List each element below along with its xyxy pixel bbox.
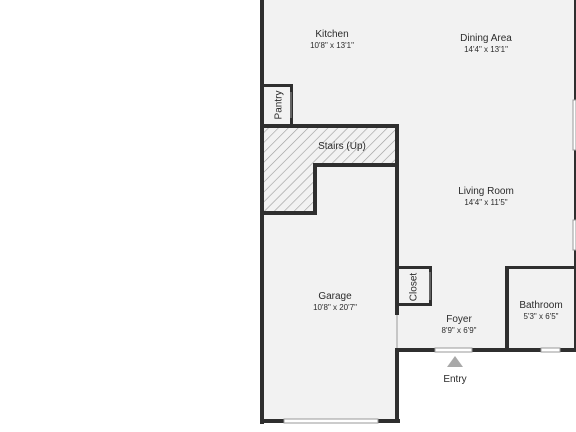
- floor-bathroom: [508, 268, 576, 350]
- wall-garage-right-lower: [395, 348, 399, 423]
- room-labels: Kitchen 10'8" x 13'1" Dining Area 14'4" …: [274, 29, 563, 385]
- openings: [283, 92, 576, 424]
- wall-bathroom-bottom-left: [505, 348, 541, 352]
- foyer-dims: 8'9" x 6'9": [442, 326, 477, 335]
- garage-dims: 10'8" x 20'7": [313, 303, 357, 312]
- right-window-2: [572, 219, 576, 251]
- dining-name: Dining Area: [460, 33, 512, 44]
- floor-pantry: [264, 86, 292, 124]
- wall-stairs-right: [395, 124, 399, 166]
- wall-stairs-step-h: [313, 163, 399, 167]
- floor-areas: [264, 0, 576, 422]
- living-dims: 14'4" x 11'5": [464, 198, 507, 207]
- closet-name: Closet: [409, 273, 420, 302]
- front-door-opening: [434, 347, 473, 353]
- wall-stairs-step-v: [313, 163, 317, 215]
- living-name: Living Room: [458, 186, 514, 197]
- kitchen-dims: 10'8" x 13'1": [310, 41, 354, 50]
- wall-garage-right-upper: [395, 163, 399, 315]
- wall-right-edge-3: [574, 250, 576, 352]
- floor-garage: [264, 166, 398, 422]
- wall-stairs-bottom: [260, 211, 317, 215]
- kitchen-name: Kitchen: [315, 29, 348, 40]
- bathroom-window: [540, 347, 561, 353]
- wall-foyer-bottom-left: [395, 348, 435, 352]
- floor-living: [398, 126, 576, 268]
- garage-door-opening: [283, 418, 379, 424]
- bathroom-dims: 5'3" x 6'5": [524, 312, 559, 321]
- entry-label: Entry: [443, 374, 466, 385]
- wall-closet-bottom: [398, 303, 432, 306]
- wall-bathroom-bottom-right: [560, 348, 576, 352]
- right-window-1: [572, 99, 576, 151]
- stairs-hatch: [264, 128, 398, 212]
- entry-arrow-icon: [447, 356, 463, 367]
- wall-right-edge-1: [574, 0, 576, 100]
- wall-bathroom-top: [505, 266, 576, 269]
- stairs-name: Stairs (Up): [318, 141, 366, 152]
- bathroom-name: Bathroom: [519, 300, 562, 311]
- wall-closet-top: [398, 266, 432, 269]
- wall-stairs-top: [260, 124, 399, 128]
- garage-name: Garage: [318, 291, 352, 302]
- floor-right-lower: [398, 268, 508, 350]
- wall-bathroom-left: [505, 266, 509, 352]
- dining-dims: 14'4" x 13'1": [464, 45, 508, 54]
- wall-right-edge-2: [574, 150, 576, 220]
- pantry-name: Pantry: [274, 91, 285, 120]
- wall-pantry-top: [260, 84, 293, 87]
- foyer-name: Foyer: [446, 314, 472, 325]
- wall-foyer-bottom-right: [472, 348, 512, 352]
